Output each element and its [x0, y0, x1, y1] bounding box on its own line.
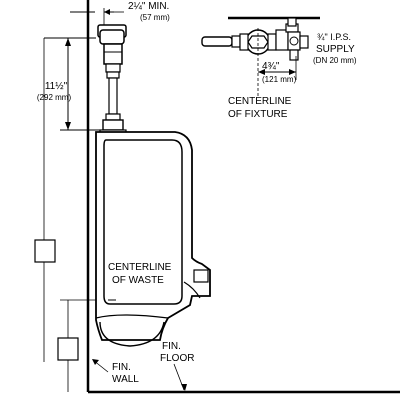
min-dimension-mm-label: (57 mm) [140, 13, 170, 22]
fin-wall-label-1: FIN. [112, 362, 131, 373]
dimension-box-lower [57, 337, 79, 361]
min-dimension [103, 8, 124, 30]
centerline-fixture-label-2: OF FIXTURE [228, 109, 288, 120]
fin-wall-label-2: WALL [112, 374, 139, 385]
offset-dimension [258, 69, 296, 75]
height-dimension-mm-label: (292 mm) [37, 93, 72, 102]
fin-floor-label-2: FLOOR [160, 353, 194, 364]
centerline-waste-label-2: OF WASTE [112, 275, 164, 286]
supply-label-3: (DN 20 mm) [313, 56, 357, 65]
height-dimension-label: 11½" [45, 81, 68, 92]
flush-valve-side-view [97, 24, 127, 135]
offset-dimension-mm-label: (121 mm) [262, 75, 297, 84]
dimension-box-upper [34, 239, 56, 263]
height-dimension [44, 37, 100, 131]
supply-label-2: SUPPLY [316, 44, 355, 55]
supply-label-1: ¾" I.P.S. [317, 32, 351, 42]
flush-valve-plan-view [201, 17, 309, 61]
urinal-fixture [95, 131, 211, 347]
centerline-fixture-label-1: CENTERLINE [228, 96, 292, 107]
fin-floor-label-1: FIN. [162, 341, 181, 352]
offset-dimension-label: 4¾" [262, 61, 280, 72]
centerline-waste-label-1: CENTERLINE [108, 262, 172, 273]
min-dimension-label: 2¼" MIN. [128, 0, 169, 12]
